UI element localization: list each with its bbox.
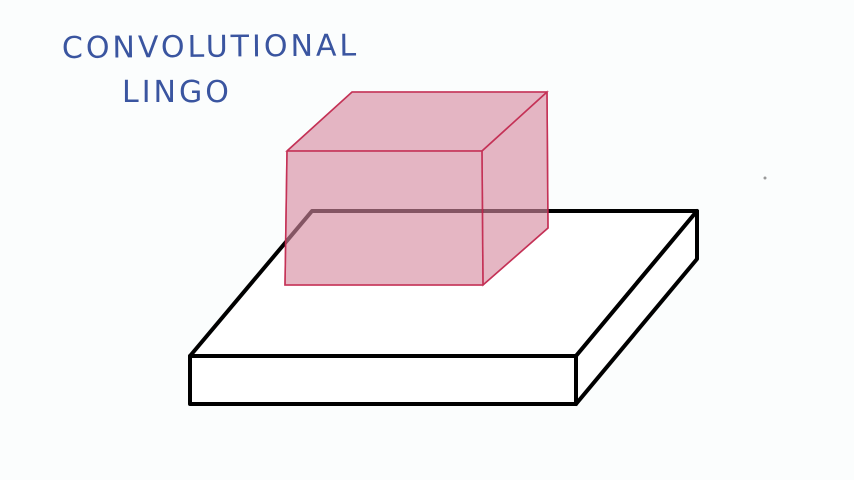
title-line-1: CONVOLUTIONAL: [62, 28, 360, 66]
slab-side-face: [574, 209, 699, 406]
stray-dot: [763, 176, 767, 180]
cube-front-face: [284, 150, 484, 286]
slab-front-face: [188, 354, 578, 406]
filter-cube: [284, 90, 550, 287]
title-line-2: LINGO: [122, 75, 232, 110]
cube-outline: [284, 91, 549, 286]
